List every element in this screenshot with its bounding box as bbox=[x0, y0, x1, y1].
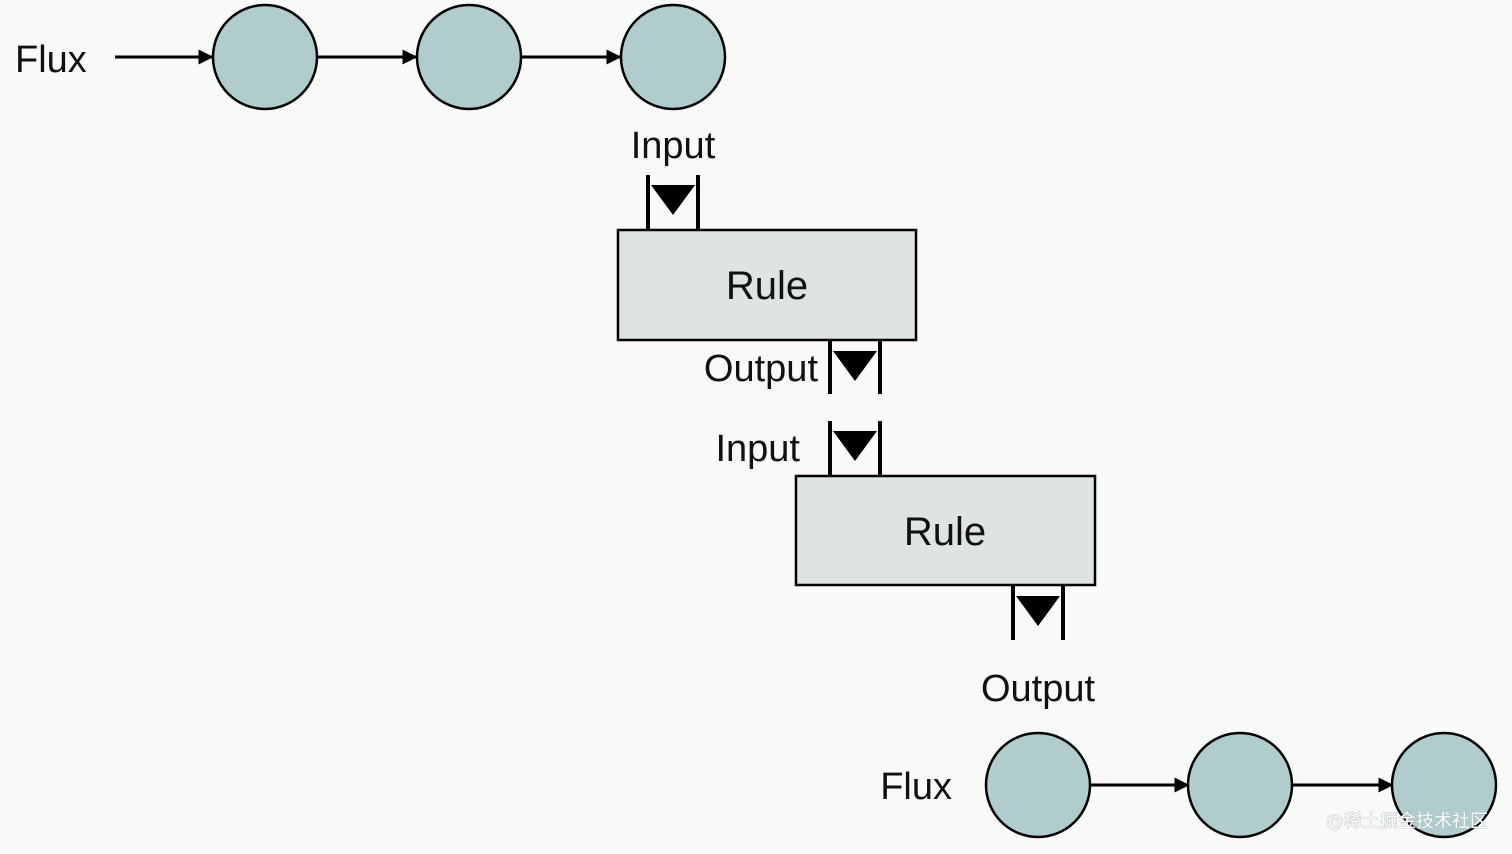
rule-2-box bbox=[794, 474, 1097, 587]
rule-1-label: Rule bbox=[726, 264, 808, 308]
bottom-flux-label: Flux bbox=[880, 766, 952, 808]
rule-2-input-label: Input bbox=[715, 428, 800, 470]
bottom-flux-node-1 bbox=[984, 731, 1092, 839]
rule-1-output-port-triangle-icon bbox=[833, 351, 877, 381]
bottom-flux-node-3 bbox=[1390, 731, 1498, 839]
rule-1: Input Rule Output bbox=[616, 125, 918, 394]
rule-1-input-port-triangle-icon bbox=[651, 185, 695, 215]
bottom-flux: Flux bbox=[880, 731, 1498, 839]
rule-1-input-port bbox=[646, 175, 700, 229]
top-flux-label: Flux bbox=[15, 39, 87, 81]
rule-2-input-port bbox=[828, 421, 882, 475]
rule-1-output-label: Output bbox=[704, 348, 819, 390]
top-flux-node-3 bbox=[619, 3, 727, 111]
bottom-flux-node-2 bbox=[1186, 731, 1294, 839]
rule-1-input-label: Input bbox=[631, 125, 716, 167]
top-flux-node-1 bbox=[211, 3, 319, 111]
rule-1-output-port bbox=[828, 341, 882, 394]
rule-2-output-label: Output bbox=[981, 668, 1096, 710]
rule-2-output-port-triangle-icon bbox=[1016, 596, 1060, 626]
rule-2: Input Rule Output bbox=[715, 421, 1097, 710]
rule-1-box bbox=[616, 228, 918, 342]
rule-2-label: Rule bbox=[904, 510, 986, 554]
watermark: @稀土掘金技术社区 bbox=[1326, 811, 1488, 832]
rule-2-input-port-triangle-icon bbox=[833, 431, 877, 461]
top-flux: Flux bbox=[15, 3, 727, 111]
rule-2-output-port bbox=[1011, 586, 1065, 640]
top-flux-node-2 bbox=[415, 3, 523, 111]
